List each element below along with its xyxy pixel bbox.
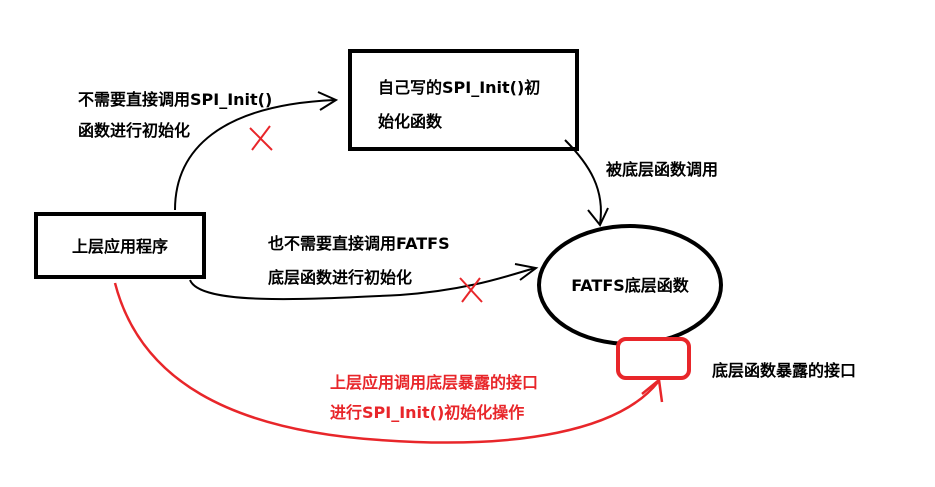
edge-app-to-interface	[113, 282, 659, 444]
interface-box	[616, 337, 691, 380]
spi-init-box	[348, 49, 579, 151]
fatfs-label: FATFS底层函数	[571, 276, 690, 295]
red-label-1: 上层应用调用底层暴露的接口	[330, 373, 538, 392]
called-by-lower-label: 被底层函数调用	[606, 160, 718, 179]
app-label: 上层应用程序	[72, 237, 168, 256]
red-x-icon	[249, 125, 273, 151]
spi-init-label-2: 始化函数	[378, 112, 443, 131]
arrowhead-icon	[317, 91, 339, 111]
edge-app-to-spi	[174, 99, 336, 211]
spi-init-label-1: 自己写的SPI_Init()初	[378, 78, 540, 97]
no-spi-label-2: 函数进行初始化	[78, 121, 190, 140]
edge-spi-to-fatfs	[564, 139, 602, 225]
no-fatfs-label-1: 也不需要直接调用FATFS	[268, 234, 450, 253]
no-spi-label-1: 不需要直接调用SPI_Init()	[78, 90, 272, 109]
interface-label: 底层函数暴露的接口	[712, 361, 856, 380]
arrowhead-icon	[514, 263, 539, 281]
edge-app-to-fatfs	[189, 267, 536, 301]
red-label-2: 进行SPI_Init()初始化操作	[330, 403, 524, 422]
app-box	[34, 212, 206, 279]
arrowhead-icon	[641, 377, 664, 403]
no-fatfs-label-2: 底层函数进行初始化	[268, 268, 412, 287]
red-x-icon	[459, 277, 483, 303]
arrowhead-icon	[587, 207, 609, 227]
